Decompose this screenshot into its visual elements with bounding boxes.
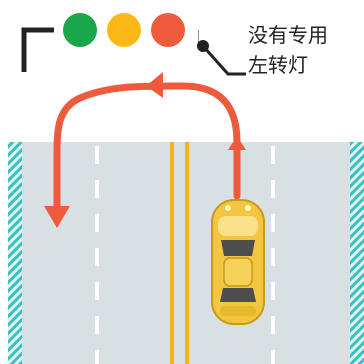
caption-no-left-turn-light: 没有专用 左转灯	[248, 20, 352, 80]
green-light	[63, 13, 97, 47]
u-turn-arrow-icon	[44, 72, 246, 228]
caption-line-2: 左转灯	[248, 53, 308, 77]
red-light	[151, 13, 185, 47]
yellow-light	[107, 13, 141, 47]
traffic-light-icon	[21, 12, 246, 76]
left-road-edge	[8, 142, 22, 364]
right-road-edge	[350, 142, 364, 364]
caption-line-1: 没有专用	[248, 23, 328, 47]
callout-line	[201, 45, 246, 76]
car-icon	[211, 199, 265, 325]
